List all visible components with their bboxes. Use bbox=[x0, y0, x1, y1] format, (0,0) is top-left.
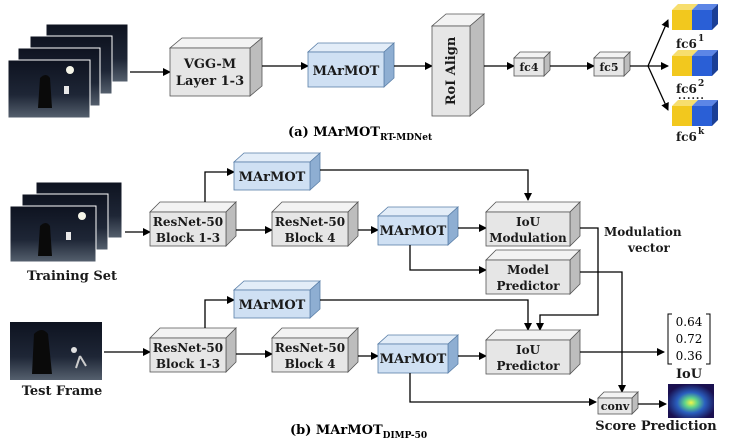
resnet-b-test-line2: Block 4 bbox=[285, 357, 336, 371]
score-prediction-label: Score Prediction bbox=[595, 419, 717, 434]
roi-align-block: RoI Align bbox=[430, 13, 486, 117]
caption-a: (a) MArMOTRT-MDNet bbox=[288, 125, 433, 143]
model-predictor-block: Model Predictor bbox=[485, 249, 581, 295]
iou-pred-line1: IoU bbox=[516, 343, 541, 357]
fc5-label: fc5 bbox=[599, 61, 618, 74]
resnet-a-test-line2: Block 1-3 bbox=[156, 357, 220, 371]
fc6-ellipsis: ...... bbox=[678, 91, 705, 102]
marmot-test-upper: MArMOT bbox=[232, 280, 322, 319]
marmot-test-main: MArMOT bbox=[376, 334, 460, 374]
fc6-k-sup: k bbox=[698, 127, 705, 137]
iou-predictor-block: IoU Predictor bbox=[485, 329, 581, 375]
marmot-top-label: MArMOT bbox=[313, 64, 380, 79]
fc6-head-2 bbox=[672, 50, 718, 76]
resnet-block4-train: ResNet-50 Block 4 bbox=[271, 201, 359, 247]
resnet-block4-test: ResNet-50 Block 4 bbox=[271, 327, 359, 373]
fc4-block: fc4 bbox=[513, 51, 551, 77]
iou-pred-line2: Predictor bbox=[496, 359, 560, 373]
fc6-2-label: fc6 bbox=[676, 82, 697, 96]
marmot-train-main-label: MArMOT bbox=[380, 224, 447, 239]
training-set-frames bbox=[9, 181, 123, 263]
iou-value-1: 0.64 bbox=[676, 315, 703, 329]
training-set-label: Training Set bbox=[27, 269, 117, 284]
fc4-label: fc4 bbox=[519, 61, 538, 74]
conv-label: conv bbox=[601, 400, 630, 413]
marmot-block-top: MArMOT bbox=[306, 42, 396, 88]
resnet-a-train-line1: ResNet-50 bbox=[153, 215, 223, 229]
resnet-b-train-line1: ResNet-50 bbox=[275, 215, 345, 229]
iou-value-2: 0.72 bbox=[676, 332, 703, 346]
resnet-a-train-line2: Block 1-3 bbox=[156, 231, 220, 245]
fc6-1-label: fc6 bbox=[676, 37, 697, 51]
vgg-line2: Layer 1-3 bbox=[176, 74, 244, 89]
iou-output-vector: 0.64 0.72 0.36 bbox=[667, 313, 711, 365]
marmot-test-main-label: MArMOT bbox=[380, 352, 447, 367]
iou-modulation-block: IoU Modulation bbox=[485, 201, 581, 247]
resnet-b-test-line1: ResNet-50 bbox=[275, 341, 345, 355]
resnet-b-train-line2: Block 4 bbox=[285, 231, 336, 245]
conv-block: conv bbox=[597, 391, 639, 415]
vgg-m-block: VGG-M Layer 1-3 bbox=[168, 37, 264, 97]
score-map-image bbox=[668, 384, 714, 418]
fc5-block: fc5 bbox=[593, 51, 631, 77]
fc6-head-k bbox=[672, 100, 718, 126]
resnet-a-test-line1: ResNet-50 bbox=[153, 341, 223, 355]
model-pred-line2: Predictor bbox=[496, 279, 560, 293]
fc6-2-sup: 2 bbox=[698, 79, 704, 89]
vgg-line1: VGG-M bbox=[183, 57, 236, 72]
roi-align-label: RoI Align bbox=[444, 36, 459, 105]
iou-value-3: 0.36 bbox=[676, 349, 703, 363]
fc6-1-sup: 1 bbox=[698, 34, 704, 44]
iou-mod-line1: IoU bbox=[516, 215, 541, 229]
fc6-k-label: fc6 bbox=[676, 130, 697, 144]
modulation-vector-line2: vector bbox=[627, 241, 670, 255]
iou-mod-line2: Modulation bbox=[489, 231, 567, 245]
resnet-block1-3-train: ResNet-50 Block 1-3 bbox=[149, 201, 237, 247]
modulation-vector-line1: Modulation bbox=[604, 225, 682, 239]
fc6-head-1 bbox=[672, 4, 718, 30]
marmot-train-main: MArMOT bbox=[376, 206, 460, 246]
iou-output-label: IoU bbox=[676, 367, 703, 382]
caption-b: (b) MArMOTDIMP-50 bbox=[290, 423, 427, 441]
model-pred-line1: Model bbox=[507, 263, 549, 277]
input-frames-top bbox=[7, 23, 129, 119]
test-frame-label: Test Frame bbox=[22, 384, 103, 399]
marmot-train-upper-label: MArMOT bbox=[239, 170, 306, 185]
resnet-block1-3-test: ResNet-50 Block 1-3 bbox=[149, 327, 237, 373]
test-frame-image bbox=[10, 322, 102, 380]
marmot-train-upper: MArMOT bbox=[232, 152, 322, 191]
marmot-test-upper-label: MArMOT bbox=[239, 298, 306, 313]
